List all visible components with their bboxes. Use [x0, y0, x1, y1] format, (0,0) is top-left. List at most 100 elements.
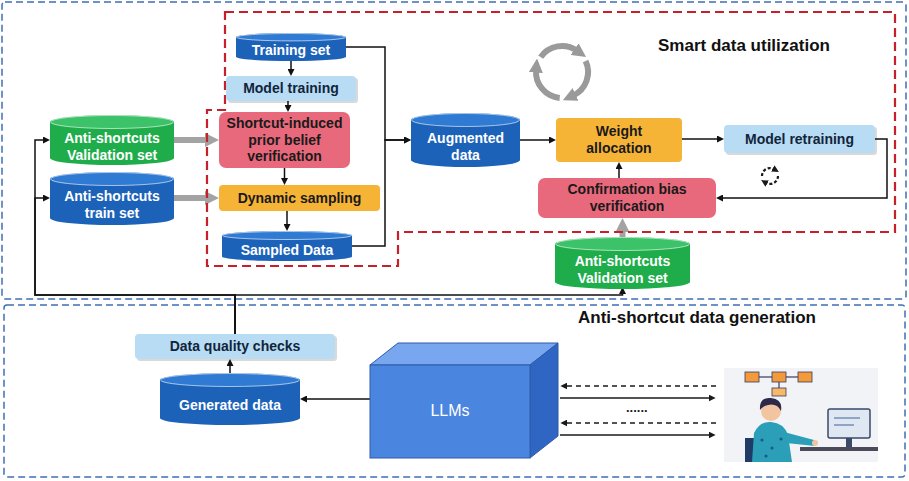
screen-line — [834, 424, 854, 426]
thick-arrow — [174, 137, 205, 143]
process-box: Dynamic sampling — [219, 185, 380, 211]
process-box: Weight allocation — [556, 118, 682, 162]
monitor — [828, 409, 870, 438]
response-arrow — [560, 397, 710, 398]
box-label: Model retraining — [745, 131, 854, 148]
monitor-stand — [846, 438, 852, 447]
cylinder-top — [556, 238, 690, 251]
flow-arrow — [520, 139, 549, 141]
shirt-dot — [779, 437, 782, 440]
flow-arrow — [618, 169, 620, 178]
person-arm — [784, 432, 815, 446]
region-border — [4, 305, 905, 477]
data-cylinder: Augmented data — [411, 113, 520, 167]
cylinder-top — [51, 172, 174, 185]
chart-block — [772, 388, 786, 396]
box-label: Data quality checks — [170, 338, 301, 355]
cylinder-body — [555, 237, 690, 289]
block-side — [530, 343, 558, 458]
process-box: Shortcut-induced prior belief verificati… — [219, 112, 350, 168]
box-fill — [135, 334, 335, 359]
ellipsis-label: ...... — [624, 401, 650, 415]
shirt-dot — [770, 446, 773, 449]
person-illustration — [724, 368, 878, 462]
cylinder-top — [412, 114, 520, 127]
response-arrow — [560, 434, 710, 435]
box-label: Weight allocation — [562, 123, 676, 156]
loop-arc — [762, 168, 774, 176]
prompt-arrow — [566, 385, 716, 386]
label-holder: ...... — [624, 401, 650, 415]
flow-arrow — [229, 366, 231, 373]
box-label: LLMs — [430, 402, 469, 421]
model-block: LLMs — [370, 343, 558, 458]
box-label: Shortcut-induced prior belief verificati… — [225, 115, 344, 165]
stage-region: Smart data utilizationTraining setModel … — [207, 12, 895, 266]
dataset-label: Anti-shortcuts Validation set — [55, 130, 169, 163]
chart-link — [778, 382, 779, 388]
chart-block — [745, 372, 759, 382]
block-front — [370, 365, 530, 458]
shirt-dot — [760, 438, 763, 441]
shirt-dot — [764, 454, 767, 457]
dataset-label: Training set — [252, 42, 331, 59]
loop-arc — [766, 176, 778, 184]
cylinder-top — [161, 374, 300, 387]
box-label: Model training — [243, 80, 339, 97]
cylinder-top — [237, 34, 346, 41]
cylinder-body — [160, 373, 300, 425]
thick-arrow — [174, 195, 205, 201]
process-box: Model training — [226, 76, 356, 101]
prompt-arrow — [566, 422, 716, 423]
cylinder-body — [50, 172, 174, 225]
process-box: Confirmation bias verification — [538, 178, 716, 218]
section-border — [2, 2, 906, 299]
chart-block — [772, 372, 786, 382]
box-fill — [219, 112, 350, 168]
cylinder-body — [222, 231, 352, 261]
data-cylinder: Generated data — [160, 373, 300, 425]
box-label: Dynamic sampling — [238, 190, 362, 207]
box-fill — [538, 178, 716, 218]
data-cylinder: Anti-shortcuts Validation set — [50, 115, 174, 165]
box-fill — [556, 118, 682, 162]
flow-arrow — [290, 61, 292, 69]
cycle-symbol — [536, 46, 588, 98]
desk — [800, 447, 878, 451]
dataset-label: Anti-shortcuts Validation set — [560, 253, 685, 286]
interaction-arrows — [560, 386, 716, 435]
cylinder-body — [50, 115, 174, 165]
cycle-arc — [536, 70, 560, 98]
chart-link — [786, 376, 798, 377]
cycle-arc — [541, 46, 577, 57]
data-cylinder: Anti-shortcuts train set — [50, 172, 174, 225]
region-border — [207, 12, 895, 266]
dataset-label: Anti-shortcuts train set — [55, 188, 169, 221]
data-cylinder: Training set — [236, 33, 346, 61]
model-block-outline — [370, 343, 558, 458]
cylinder-top — [223, 232, 352, 240]
chart-block — [798, 372, 812, 382]
chart-link — [759, 376, 772, 377]
cylinder-body — [411, 113, 520, 167]
process-box: Data quality checks — [135, 334, 335, 359]
cylinder-top — [51, 116, 174, 129]
illustration-ground — [724, 368, 878, 462]
box-fill — [724, 125, 875, 153]
dataset-label: Sampled Data — [241, 242, 334, 259]
screen-line — [834, 417, 860, 419]
dataset-label: Augmented data — [416, 130, 515, 163]
cylinder-body — [236, 33, 346, 61]
flow-arrow — [286, 211, 288, 224]
person-hand — [812, 440, 818, 446]
loop-symbol — [762, 168, 778, 184]
flow-arrow — [284, 168, 286, 178]
cycle-arc — [573, 61, 588, 96]
data-cylinder: Sampled Data — [222, 231, 352, 261]
block-top — [370, 343, 558, 365]
box-fill — [219, 185, 380, 211]
process-box: Model retraining — [724, 125, 875, 153]
flow-arrow — [235, 294, 623, 334]
box-fill — [226, 76, 356, 101]
box-label: Confirmation bias verification — [544, 181, 710, 214]
